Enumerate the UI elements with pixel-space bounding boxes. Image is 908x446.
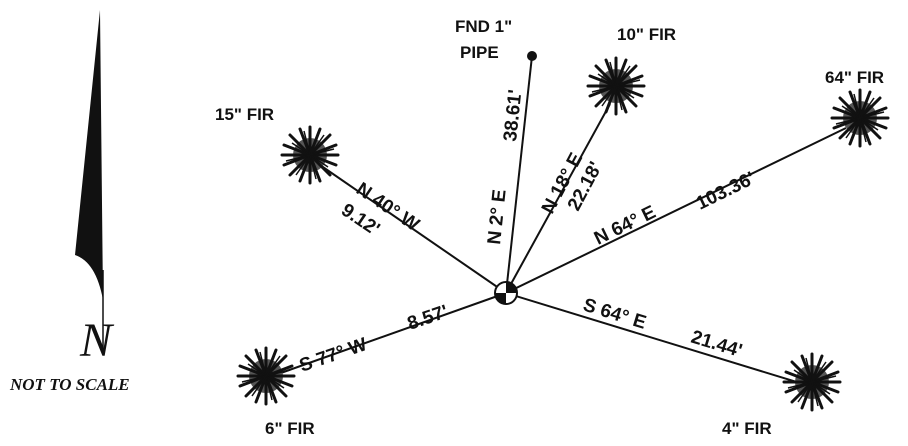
line-monument — [505, 55, 533, 294]
tree-10in-icon — [586, 56, 646, 116]
line-tree-6in — [277, 292, 507, 375]
line-tree-4in — [505, 292, 801, 384]
line-tree-10in — [505, 103, 611, 294]
north-letter: N — [79, 314, 115, 367]
bearing-lines — [277, 55, 847, 384]
tree-6in-label: 6" FIR — [265, 419, 315, 438]
tree-64in-label: 64" FIR — [825, 68, 884, 87]
line-tree-15in — [319, 164, 507, 294]
monument-label-line2: PIPE — [460, 43, 499, 62]
tree-4in-label: 4" FIR — [722, 419, 772, 438]
tree-6in-distance: 8.57' — [405, 301, 451, 334]
center-point-symbol — [494, 281, 518, 305]
line-tree-64in — [505, 127, 847, 294]
tree-6in-bearing: S 77° W — [297, 334, 370, 377]
monument-bearing: N 2° E — [484, 189, 511, 246]
tree-64in-icon — [830, 88, 890, 148]
not-to-scale-note: NOT TO SCALE — [9, 375, 130, 394]
north-arrow — [75, 10, 104, 355]
monument-label-line1: FND 1" — [455, 17, 512, 36]
tree-10in-label: 10" FIR — [617, 25, 676, 44]
tree-64in-bearing: N 64° E — [591, 202, 659, 250]
tree-4in-icon — [782, 352, 842, 412]
pipe-monument-icon — [527, 51, 537, 61]
tree-6in-icon — [236, 346, 296, 406]
tree-15in-icon — [280, 125, 340, 185]
tree-15in-label: 15" FIR — [215, 105, 274, 124]
tree-64in-distance: 103.36' — [693, 168, 759, 214]
tree-4in-bearing: S 64° E — [581, 295, 649, 334]
